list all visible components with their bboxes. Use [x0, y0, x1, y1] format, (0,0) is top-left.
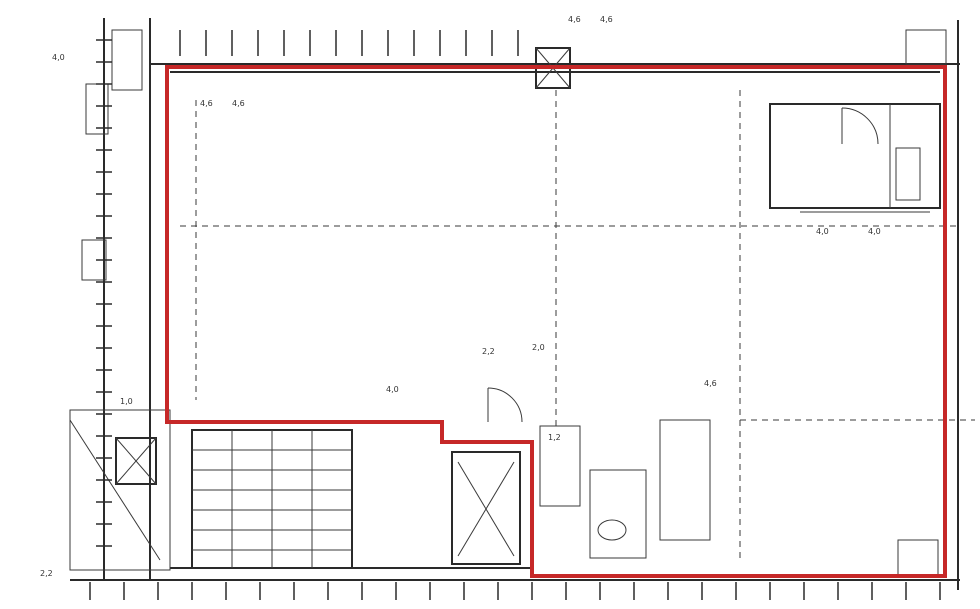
staircase: [191, 429, 353, 569]
dim-label-3: 4,0: [52, 53, 65, 62]
lift-lobby: [451, 387, 523, 565]
washroom-area: [539, 419, 939, 577]
elevator-cross-b: [115, 437, 157, 485]
dimension-ticks-bottom: [89, 582, 941, 600]
grid-lines: [180, 90, 975, 560]
elevator-outline: [115, 437, 157, 485]
door-swing-top-right: [841, 107, 879, 145]
stair-core-left: [69, 409, 171, 571]
door-swing-lobby: [487, 387, 523, 423]
dim-label-9: 4,0: [816, 227, 829, 236]
dim-label-1: 4,6: [568, 15, 581, 24]
dim-label-7: 4,0: [386, 385, 399, 394]
dim-label-11: 1,0: [120, 397, 133, 406]
dim-label-8: 4,6: [704, 379, 717, 388]
structural-walls: [70, 18, 960, 590]
lift-lobby-outline: [451, 451, 521, 565]
dim-label-12: 1,2: [548, 433, 561, 442]
elevator-shaft: [69, 409, 171, 571]
washroom-1: [539, 425, 581, 507]
dimension-annotations: 4,6 4,6 4,0 4,6 2,2 2,0 4,0 4,6 4,0 4,0 …: [40, 15, 881, 578]
stair-core-diagonal: [69, 419, 161, 561]
service-room-outline: [769, 103, 941, 209]
fixture-top-right-2: [905, 29, 947, 65]
service-room-top-right: [769, 29, 947, 213]
dim-label-14: 4,6: [200, 99, 213, 108]
washbasin: [597, 519, 627, 541]
dim-label-2: 4,6: [600, 15, 613, 24]
washroom-3: [659, 419, 711, 541]
dim-label-13: 2,2: [40, 569, 53, 578]
dim-label-4: 4,6: [232, 99, 245, 108]
dim-label-5: 2,2: [482, 347, 495, 356]
washroom-2: [589, 469, 647, 559]
dim-label-10: 4,0: [868, 227, 881, 236]
fixture-top-right: [895, 147, 921, 201]
panel-left-3: [111, 29, 143, 91]
left-wall-panels: [81, 29, 143, 281]
dimension-ticks-left: [96, 39, 112, 547]
lift-lobby-cross-b: [457, 461, 515, 557]
corner-pillar-bottom-right: [897, 539, 939, 577]
dimension-ticks-top: [179, 30, 519, 56]
dim-label-6: 2,0: [532, 343, 545, 352]
marked-area-boundary: [165, 65, 947, 578]
